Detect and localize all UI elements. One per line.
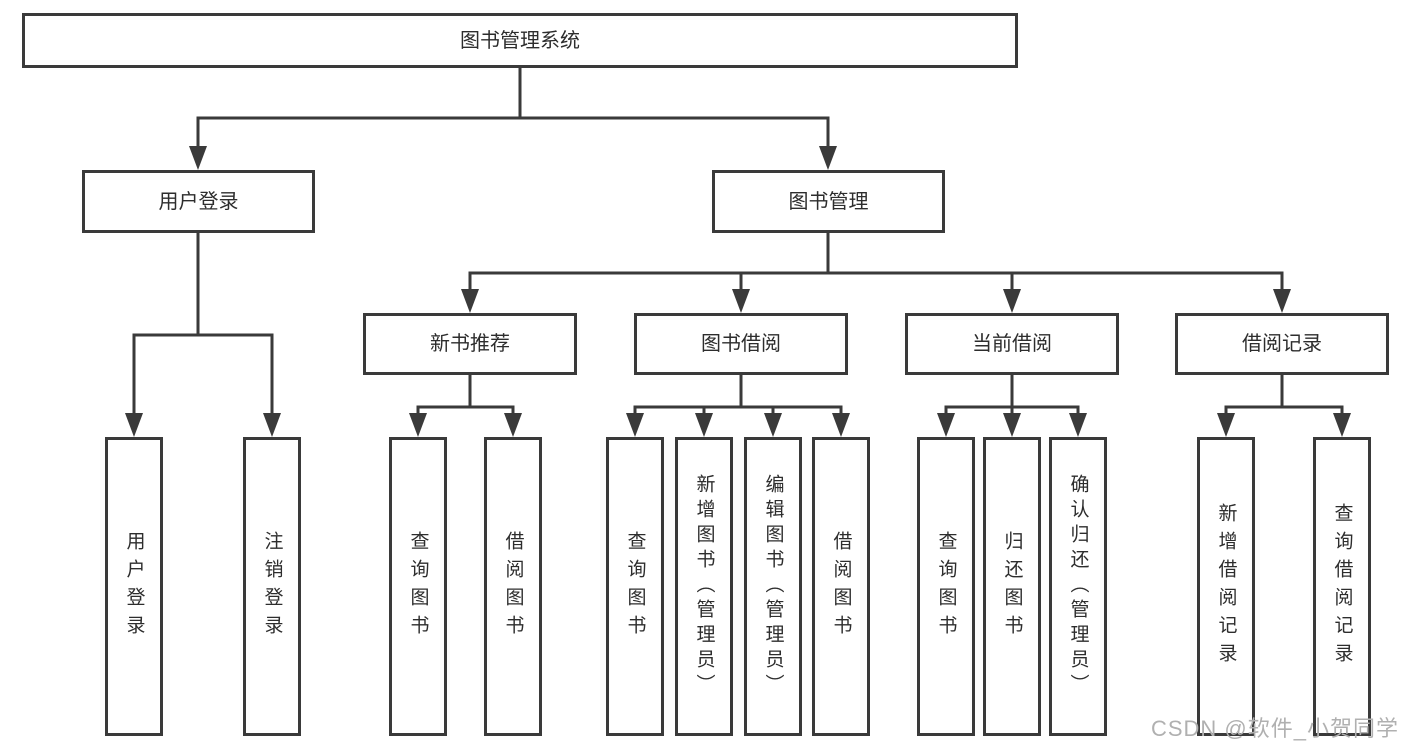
leaf-add-book-admin: 新增图书（管理员） [675, 437, 733, 736]
leaf-edit-book-admin: 编辑图书（管理员） [744, 437, 802, 736]
connector-book-management-branch [468, 231, 1284, 295]
leaf-return-book-label: 归还图书 [1001, 530, 1023, 643]
leaf-query-books-2-label: 查询图书 [624, 530, 646, 643]
node-current-borrowing-label: 当前借阅 [972, 333, 1052, 355]
leaf-confirm-return-admin-label: 确认归还（管理员） [1067, 474, 1089, 699]
node-new-book-recommendation: 新书推荐 [363, 313, 577, 375]
node-book-borrowing: 图书借阅 [634, 313, 848, 375]
leaf-add-book-admin-label: 新增图书（管理员） [693, 474, 715, 699]
leaf-confirm-return-admin: 确认归还（管理员） [1049, 437, 1107, 736]
leaf-borrow-books-1: 借阅图书 [484, 437, 542, 736]
node-book-management-label: 图书管理 [788, 190, 869, 213]
leaf-query-borrow-record-label: 查询借阅记录 [1331, 502, 1353, 671]
node-new-book-recommendation-label: 新书推荐 [430, 333, 510, 355]
connector-borrowing-records-branch [1224, 373, 1344, 419]
arrow-to-leaf-confirm-return [1069, 413, 1087, 437]
leaf-query-books-1-label: 查询图书 [407, 530, 429, 643]
leaf-query-books-3-label: 查询图书 [935, 530, 957, 643]
leaf-query-borrow-record: 查询借阅记录 [1313, 437, 1371, 736]
watermark-text: CSDN @软件_小贺同学 [1150, 716, 1399, 741]
arrow-to-leaf-borrow-books-1 [504, 413, 522, 437]
leaf-edit-book-admin-label: 编辑图书（管理员） [762, 474, 784, 699]
node-current-borrowing: 当前借阅 [905, 313, 1119, 375]
arrow-to-leaf-query-books-1 [409, 413, 427, 437]
arrow-to-leaf-add-book [695, 413, 713, 437]
arrow-to-leaf-edit-book [764, 413, 782, 437]
leaf-query-books-3: 查询图书 [917, 437, 975, 736]
leaf-return-book: 归还图书 [983, 437, 1041, 736]
arrow-to-current-borrowing [1003, 289, 1021, 313]
arrow-to-book-management [819, 146, 837, 170]
node-root-system: 图书管理系统 [22, 13, 1018, 68]
connector-root-branch [196, 66, 830, 152]
connector-book-borrowing-branch [633, 373, 843, 419]
arrow-to-leaf-query-borrow-record [1333, 413, 1351, 437]
node-book-borrowing-label: 图书借阅 [701, 333, 781, 355]
leaf-user-login: 用户登录 [105, 437, 163, 736]
node-root-system-label: 图书管理系统 [460, 29, 580, 52]
arrow-to-leaf-return-book [1003, 413, 1021, 437]
leaf-logout-label: 注销登录 [261, 530, 283, 643]
leaf-add-borrow-record-label: 新增借阅记录 [1215, 502, 1237, 671]
connector-user-login-branch [132, 231, 274, 419]
arrow-to-book-borrowing [732, 289, 750, 313]
arrow-to-new-book-recommendation [461, 289, 479, 313]
arrow-to-leaf-user-login [125, 413, 143, 437]
arrow-to-user-login [189, 146, 207, 170]
connector-current-borrowing-branch [944, 373, 1080, 419]
node-user-login-label: 用户登录 [158, 190, 239, 213]
arrow-to-borrowing-records [1273, 289, 1291, 313]
leaf-borrow-books-2: 借阅图书 [812, 437, 870, 736]
arrow-to-leaf-query-books-3 [937, 413, 955, 437]
node-borrowing-records-label: 借阅记录 [1242, 333, 1322, 355]
leaf-add-borrow-record: 新增借阅记录 [1197, 437, 1255, 736]
node-borrowing-records: 借阅记录 [1175, 313, 1389, 375]
leaf-query-books-1: 查询图书 [389, 437, 447, 736]
node-user-login: 用户登录 [82, 170, 315, 233]
leaf-borrow-books-2-label: 借阅图书 [830, 530, 852, 643]
leaf-query-books-2: 查询图书 [606, 437, 664, 736]
leaf-logout: 注销登录 [243, 437, 301, 736]
arrow-to-leaf-add-borrow-record [1217, 413, 1235, 437]
connector-new-book-branch [416, 373, 515, 419]
leaf-borrow-books-1-label: 借阅图书 [502, 530, 524, 643]
arrow-to-leaf-borrow-books-2 [832, 413, 850, 437]
node-book-management: 图书管理 [712, 170, 945, 233]
arrow-to-leaf-logout [263, 413, 281, 437]
arrow-to-leaf-query-books-2 [626, 413, 644, 437]
leaf-user-login-label: 用户登录 [123, 530, 145, 643]
